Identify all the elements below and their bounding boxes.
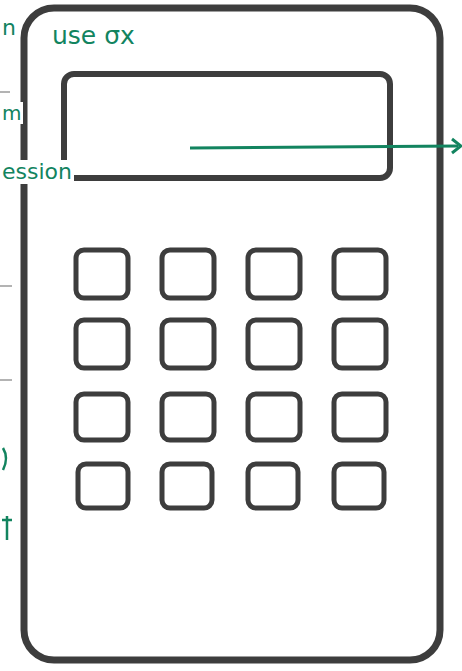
- calculator-body: [24, 8, 440, 660]
- handwritten-note: use σx: [50, 22, 137, 50]
- calculator-screen: [64, 74, 390, 178]
- handwritten-note: ession: [0, 160, 74, 184]
- cropped-marks: [2, 448, 12, 540]
- ruled-lines: [0, 92, 12, 380]
- leader-line: [190, 146, 458, 148]
- arrow-head: [452, 139, 461, 153]
- handwritten-note: m: [0, 102, 23, 124]
- keypad: [76, 250, 386, 508]
- handwritten-note: n: [0, 16, 18, 40]
